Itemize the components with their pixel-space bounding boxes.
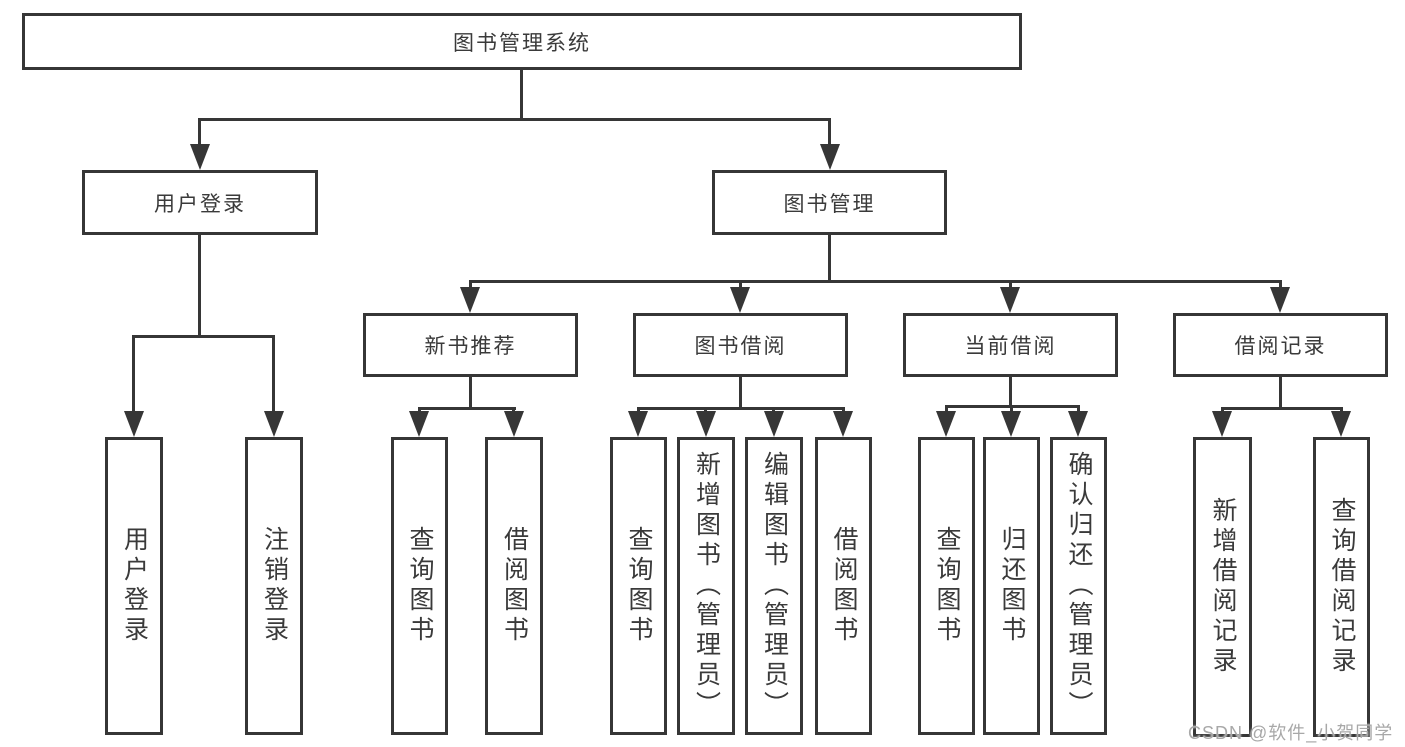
node-new-book-recommendation: 新书推荐 (363, 313, 578, 377)
leaf-query-borrow-record-label: 查询借阅记录 (1328, 497, 1356, 677)
leaf-return-books-label: 归还图书 (998, 526, 1026, 646)
leaf-user-login: 用户登录 (105, 437, 163, 735)
leaf-add-borrow-record-label: 新增借阅记录 (1209, 497, 1237, 677)
leaf-logout: 注销登录 (245, 437, 303, 735)
leaf-borrow-books-2-label: 借阅图书 (830, 526, 858, 646)
connector-drop-leaf-user-login (132, 338, 135, 411)
leaf-add-book-admin-label: 新增图书（管理员） (692, 451, 721, 721)
connector-book-borrowing-split (637, 407, 845, 410)
leaf-query-borrow-record: 查询借阅记录 (1313, 437, 1370, 737)
leaf-add-book-admin: 新增图书（管理员） (677, 437, 735, 735)
arrowhead-confirm-return (1068, 411, 1088, 437)
node-borrowing-records-label: 借阅记录 (1234, 335, 1327, 358)
node-current-borrowing-label: 当前借阅 (964, 335, 1057, 358)
connector-borrowing-records-split (1221, 407, 1343, 410)
node-book-management: 图书管理 (712, 170, 947, 235)
connector-book-borrowing-stem (739, 377, 742, 407)
connector-drop-new-book (469, 283, 472, 289)
node-library-management-system-label: 图书管理系统 (453, 31, 591, 55)
arrowhead-return-books (1001, 411, 1021, 437)
node-user-login: 用户登录 (82, 170, 318, 235)
leaf-borrow-books-2: 借阅图书 (815, 437, 872, 735)
connector-drop-return-books (1010, 408, 1013, 412)
connector-drop-current-borrowing (1009, 283, 1012, 289)
connector-new-book-stem (469, 377, 472, 407)
arrowhead-edit-book (764, 411, 784, 437)
connector-drop-leaf-logout (272, 338, 275, 411)
arrowhead-user-login (190, 144, 210, 170)
connector-drop-confirm-return (1077, 408, 1080, 412)
node-book-borrowing: 图书借阅 (633, 313, 848, 377)
leaf-query-books-2-label: 查询图书 (625, 526, 653, 646)
arrowhead-query-books-2 (628, 411, 648, 437)
leaf-user-login-label: 用户登录 (120, 526, 149, 646)
arrowhead-borrow-books-1 (504, 411, 524, 437)
connector-current-borrowing-split (945, 405, 1080, 408)
leaf-logout-label: 注销登录 (260, 526, 289, 646)
leaf-confirm-return-admin: 确认归还（管理员） (1050, 437, 1107, 735)
connector-drop-book-management (828, 121, 831, 146)
arrowhead-book-borrowing (730, 287, 750, 313)
connector-drop-borrowing-records (1279, 283, 1282, 289)
arrowhead-new-book (460, 287, 480, 313)
leaf-borrow-books-1-label: 借阅图书 (500, 526, 529, 646)
node-book-borrowing-label: 图书借阅 (694, 335, 787, 358)
connector-current-borrowing-stem (1009, 377, 1012, 405)
node-user-login-label: 用户登录 (154, 192, 246, 216)
leaf-return-books: 归还图书 (983, 437, 1040, 735)
connector-user-login-stem (198, 235, 201, 335)
leaf-query-books-2: 查询图书 (610, 437, 667, 735)
arrowhead-query-books-1 (409, 411, 429, 437)
node-new-book-recommendation-label: 新书推荐 (424, 335, 517, 358)
leaf-query-books-3-label: 查询图书 (933, 526, 961, 646)
node-book-management-label: 图书管理 (783, 192, 876, 216)
node-current-borrowing: 当前借阅 (903, 313, 1118, 377)
arrowhead-query-books-3 (936, 411, 956, 437)
leaf-confirm-return-admin-label: 确认归还（管理员） (1065, 451, 1093, 721)
connector-user-login-split (132, 335, 275, 338)
connector-drop-query-books-3 (945, 408, 948, 412)
arrowhead-add-book (696, 411, 716, 437)
leaf-add-borrow-record: 新增借阅记录 (1193, 437, 1252, 737)
arrowhead-book-management (820, 144, 840, 170)
connector-book-management-stem (828, 235, 831, 280)
arrowhead-leaf-user-login (124, 411, 144, 437)
leaf-edit-book-admin-label: 编辑图书（管理员） (760, 451, 789, 721)
arrowhead-borrowing-records (1270, 287, 1290, 313)
node-library-management-system: 图书管理系统 (22, 13, 1022, 70)
arrowhead-query-borrow-record (1331, 411, 1351, 437)
leaf-query-books-3: 查询图书 (918, 437, 975, 735)
connector-drop-user-login (198, 121, 201, 146)
leaf-borrow-books-1: 借阅图书 (485, 437, 543, 735)
connector-root-stem (520, 70, 523, 118)
connector-drop-book-borrowing (739, 283, 742, 289)
arrowhead-borrow-books-2 (833, 411, 853, 437)
connector-new-book-split (418, 407, 516, 410)
connector-root-split (198, 118, 831, 121)
leaf-edit-book-admin: 编辑图书（管理员） (745, 437, 803, 735)
leaf-query-books-1-label: 查询图书 (406, 526, 434, 646)
arrowhead-current-borrowing (1000, 287, 1020, 313)
csdn-watermark: CSDN @软件_小贺同学 (1188, 723, 1394, 743)
arrowhead-leaf-logout (264, 411, 284, 437)
leaf-query-books-1: 查询图书 (391, 437, 448, 735)
node-borrowing-records: 借阅记录 (1173, 313, 1388, 377)
connector-borrowing-records-stem (1279, 377, 1282, 407)
arrowhead-add-borrow-record (1212, 411, 1232, 437)
connector-book-management-split (469, 280, 1282, 283)
